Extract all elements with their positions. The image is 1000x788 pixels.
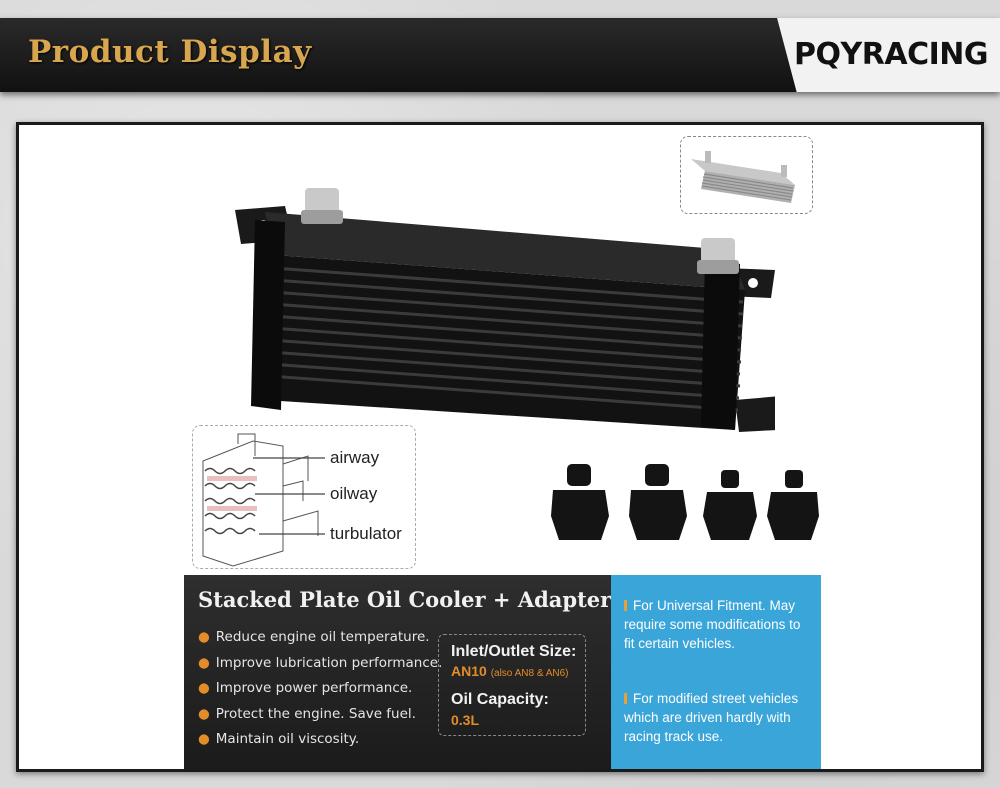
note-marker-icon	[624, 600, 627, 611]
bullet-dot-icon: ●	[198, 680, 210, 696]
note-marker-icon	[624, 693, 627, 704]
list-item: ●Protect the engine. Save fuel.	[198, 705, 416, 722]
fitment-notes: For Universal Fitment. May require some …	[611, 575, 821, 769]
inlet-size-note: (also AN8 & AN6)	[490, 668, 569, 679]
oil-capacity-value: 0.3L	[451, 712, 480, 728]
street-use-note: For modified street vehicles which are d…	[624, 691, 799, 744]
product-heading: Stacked Plate Oil Cooler + Adapter	[198, 587, 612, 612]
bullet-dot-icon: ●	[198, 731, 210, 747]
oil-capacity-label: Oil Capacity:	[451, 691, 549, 708]
structure-diagram: airway oilway turbulator	[192, 425, 416, 569]
list-item: ●Reduce engine oil temperature.	[198, 629, 430, 645]
brand-logo: PQYRACING	[794, 37, 988, 72]
fitment-note: For Universal Fitment. May require some …	[624, 598, 801, 651]
header-band: Product Display PQYRACING	[0, 18, 1000, 92]
adapter-fittings-image	[551, 464, 819, 540]
brand-plate	[777, 18, 1000, 92]
spec-box: Inlet/Outlet Size: AN10 (also AN8 & AN6)…	[438, 634, 586, 736]
list-item: ●Improve lubrication performance.	[198, 654, 443, 671]
page-title: Product Display	[28, 34, 312, 70]
diagram-label-airway: airway	[330, 448, 380, 467]
inlet-size-label: Inlet/Outlet Size:	[451, 643, 577, 660]
bullet-dot-icon: ●	[198, 629, 210, 645]
list-item: ●Maintain oil viscosity.	[198, 731, 360, 747]
variant-thumbnail[interactable]	[680, 136, 813, 214]
diagram-label-oilway: oilway	[330, 484, 378, 503]
oil-cooler-image	[235, 188, 775, 432]
feature-list: ●Reduce engine oil temperature. ●Improve…	[198, 629, 442, 757]
feature-band: Stacked Plate Oil Cooler + Adapter ●Redu…	[184, 575, 612, 769]
inlet-size-value: AN10 (also AN8 & AN6)	[451, 663, 569, 679]
diagram-label-turbulator: turbulator	[330, 524, 402, 543]
silver-cooler-thumbnail-image	[691, 151, 795, 203]
product-panel: airway oilway turbulator Stacked Plate O…	[16, 122, 984, 772]
list-item: ●Improve power performance.	[198, 680, 413, 696]
bullet-dot-icon: ●	[198, 705, 210, 722]
bullet-dot-icon: ●	[198, 654, 210, 671]
cooler-cutaway-drawing	[202, 433, 325, 567]
